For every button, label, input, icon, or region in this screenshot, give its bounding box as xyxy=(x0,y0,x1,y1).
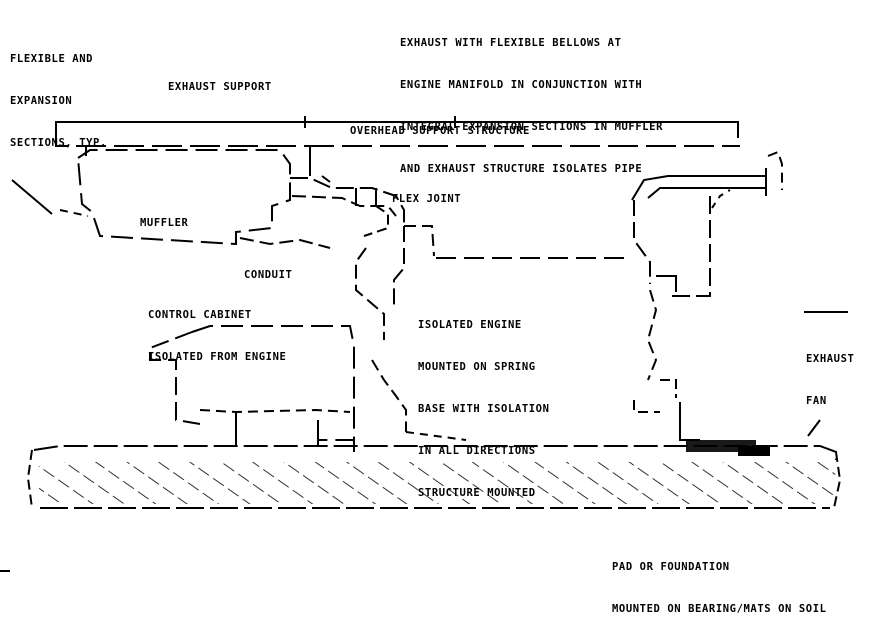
flexible-sections-label: FLEXIBLE AND EXPANSION SECTIONS, TYP. xyxy=(10,53,107,149)
flex-joint-label: FLEX JOINT xyxy=(392,193,462,205)
isolated-engine-label: ISOLATED ENGINE MOUNTED ON SPRING BASE W… xyxy=(418,319,550,499)
conduit-line xyxy=(239,237,630,259)
overhead-support-label: OVERHEAD SUPPORT STRUCTURE xyxy=(350,125,530,137)
exhaust-pipe-outlet xyxy=(11,179,89,217)
top-note-label: EXHAUST WITH FLEXIBLE BELLOWS AT ENGINE … xyxy=(400,37,664,175)
muffler-hangers xyxy=(85,146,331,183)
overhead-support-beam xyxy=(55,116,740,147)
conduit-label: CONDUIT xyxy=(244,269,293,281)
exhaust-support-label: EXHAUST SUPPORT xyxy=(168,81,272,93)
exhaust-piping xyxy=(290,177,435,257)
foundation-label: PAD OR FOUNDATION MOUNTED ON BEARING/MAT… xyxy=(612,561,827,615)
isolation-diagram xyxy=(0,116,848,572)
control-cabinet-label: CONTROL CABINET ISOLATED FROM ENGINE xyxy=(148,309,287,363)
muffler-label: MUFFLER xyxy=(140,217,189,229)
exhaust-fan-label: EXHAUST FAN xyxy=(806,353,855,407)
foundation-pad xyxy=(26,440,842,509)
exhaust-fan-line xyxy=(804,311,848,437)
engine-generator xyxy=(631,150,783,441)
isolated-engine-body xyxy=(355,226,467,441)
